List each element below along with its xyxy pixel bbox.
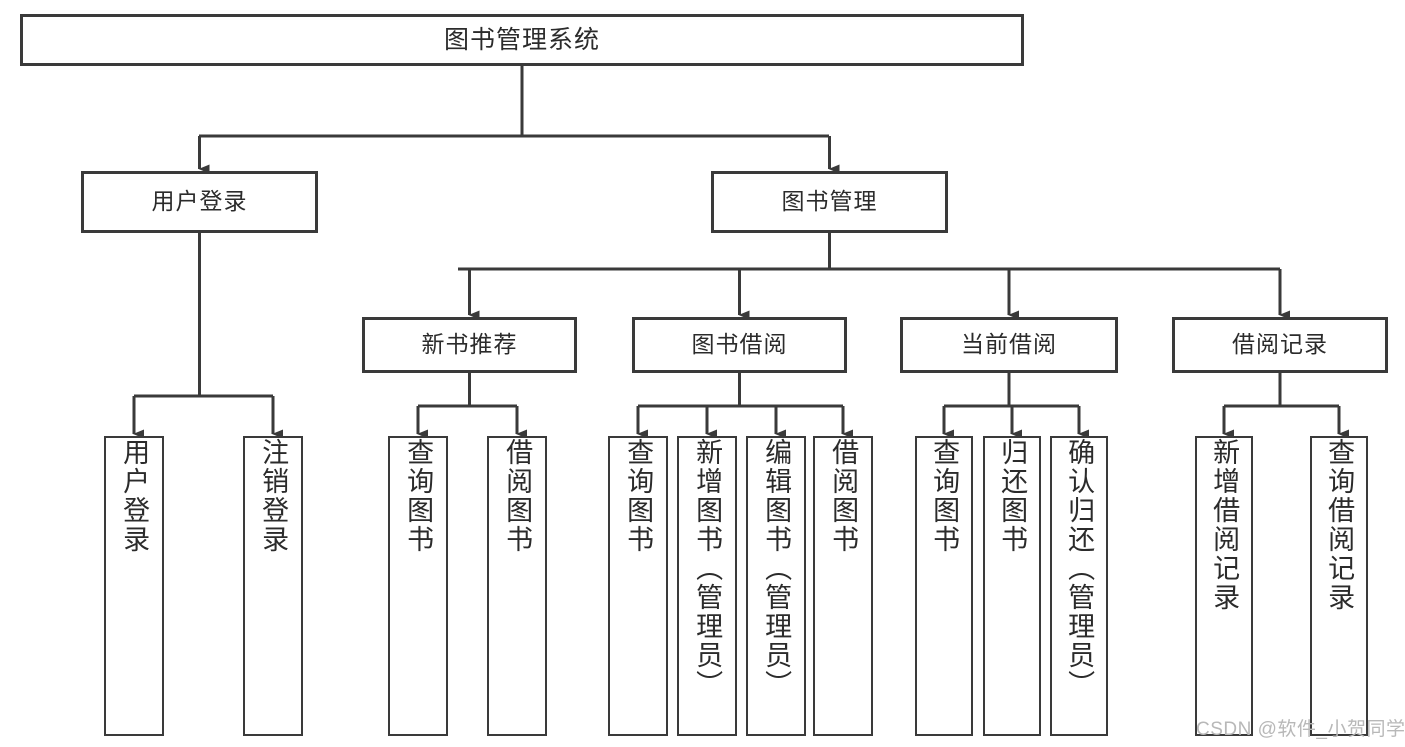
node-leaf-cb-confirm[interactable]: 确认归还（管理员） bbox=[1050, 436, 1108, 736]
node-leaf-bb-borrow[interactable]: 借阅图书 bbox=[813, 436, 873, 736]
node-label-borrow-record: 借阅记录 bbox=[1232, 331, 1328, 358]
node-leaf-user-login[interactable]: 用户登录 bbox=[104, 436, 164, 736]
node-leaf-rec-borrow[interactable]: 借阅图书 bbox=[487, 436, 547, 736]
node-label-leaf-br-add: 新增借阅记录 bbox=[1209, 438, 1240, 612]
node-label-book-manage: 图书管理 bbox=[781, 188, 878, 215]
node-label-leaf-rec-borrow: 借阅图书 bbox=[502, 438, 533, 554]
node-label-book-borrow: 图书借阅 bbox=[691, 331, 788, 358]
node-leaf-br-add[interactable]: 新增借阅记录 bbox=[1195, 436, 1253, 736]
node-label-leaf-bb-edit: 编辑图书（管理员） bbox=[761, 438, 792, 699]
node-leaf-bb-edit[interactable]: 编辑图书（管理员） bbox=[746, 436, 806, 736]
node-label-new-book-rec: 新书推荐 bbox=[421, 331, 518, 358]
node-label-leaf-cb-confirm: 确认归还（管理员） bbox=[1064, 438, 1095, 699]
node-leaf-bb-query[interactable]: 查询图书 bbox=[608, 436, 668, 736]
node-leaf-cb-return[interactable]: 归还图书 bbox=[983, 436, 1041, 736]
node-book-borrow[interactable]: 图书借阅 bbox=[632, 317, 847, 373]
node-label-current-borrow: 当前借阅 bbox=[961, 331, 1057, 358]
node-label-leaf-cb-return: 归还图书 bbox=[997, 438, 1028, 554]
node-leaf-bb-add[interactable]: 新增图书（管理员） bbox=[677, 436, 737, 736]
node-new-book-rec[interactable]: 新书推荐 bbox=[362, 317, 577, 373]
edge-layer bbox=[132, 66, 1349, 439]
node-label-leaf-user-logout: 注销登录 bbox=[258, 438, 289, 554]
node-label-leaf-user-login: 用户登录 bbox=[119, 438, 150, 554]
node-leaf-br-query[interactable]: 查询借阅记录 bbox=[1310, 436, 1368, 736]
node-label-leaf-bb-query: 查询图书 bbox=[623, 438, 654, 554]
node-leaf-user-logout[interactable]: 注销登录 bbox=[243, 436, 303, 736]
node-label-leaf-rec-query: 查询图书 bbox=[403, 438, 434, 554]
node-borrow-record[interactable]: 借阅记录 bbox=[1172, 317, 1388, 373]
node-label-leaf-bb-borrow: 借阅图书 bbox=[828, 438, 859, 554]
node-leaf-cb-query[interactable]: 查询图书 bbox=[915, 436, 973, 736]
node-root[interactable]: 图书管理系统 bbox=[20, 14, 1024, 66]
node-label-leaf-bb-add: 新增图书（管理员） bbox=[692, 438, 723, 699]
node-label-leaf-cb-query: 查询图书 bbox=[929, 438, 960, 554]
node-label-root: 图书管理系统 bbox=[443, 26, 600, 54]
node-book-manage[interactable]: 图书管理 bbox=[711, 171, 948, 233]
node-current-borrow[interactable]: 当前借阅 bbox=[900, 317, 1118, 373]
node-leaf-rec-query[interactable]: 查询图书 bbox=[388, 436, 448, 736]
node-label-leaf-br-query: 查询借阅记录 bbox=[1324, 438, 1355, 612]
node-user-login[interactable]: 用户登录 bbox=[81, 171, 318, 233]
node-label-user-login: 用户登录 bbox=[151, 188, 248, 215]
